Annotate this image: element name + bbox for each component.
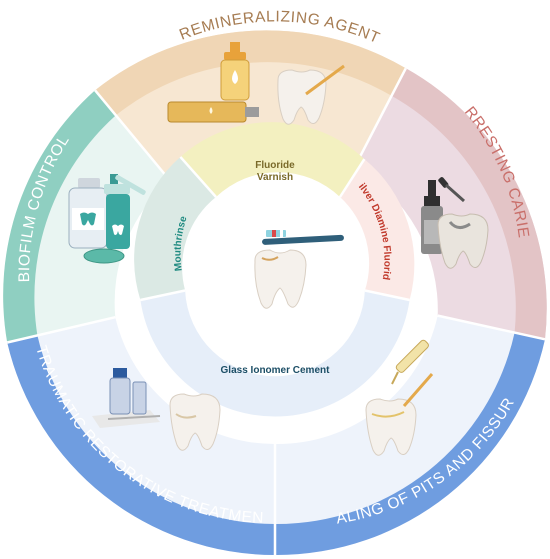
label-fluoride-varnish-line1: Fluoride <box>255 160 295 171</box>
tooth-icon <box>169 393 221 451</box>
tooth-icon <box>277 69 327 125</box>
band-arresting <box>391 68 547 340</box>
sector-arresting-caries <box>354 68 547 340</box>
inner-sector-gic <box>140 290 410 417</box>
gic-capsule-icon <box>92 368 161 428</box>
fluoride-tube-icon <box>167 101 259 123</box>
applicator-brush-icon <box>402 373 434 407</box>
dropper-bottle-icon <box>220 42 250 101</box>
toothbrush-icon <box>262 230 344 245</box>
dropper-icon <box>438 177 465 203</box>
mouthwash-bottle-icon <box>68 178 108 249</box>
applicator-brush-icon <box>305 64 345 96</box>
inner-sector-mouthrinse <box>134 156 216 300</box>
inner-separators <box>140 156 410 302</box>
tooth-icon <box>437 213 489 269</box>
tooth-icon <box>365 398 417 456</box>
label-fluoride-varnish-line2: Varnish <box>257 172 293 183</box>
outer-separators <box>6 67 546 555</box>
inner-sector-sdf <box>340 159 415 300</box>
bottle-cap-icon <box>83 248 125 264</box>
inner-sector-fluoride-varnish <box>180 122 365 197</box>
tooth-icon <box>254 249 307 309</box>
syringe-icon <box>391 339 429 385</box>
dropper-bottle-icon <box>421 180 443 254</box>
band-biofilm <box>3 90 116 343</box>
band-sealing <box>275 332 545 556</box>
band-remineralizing <box>95 30 406 116</box>
spray-bottle-icon <box>104 174 146 249</box>
sector-art <box>7 317 275 555</box>
label-glass-ionomer-cement: Glass Ionomer Cement <box>221 365 331 376</box>
band-art <box>7 335 275 555</box>
